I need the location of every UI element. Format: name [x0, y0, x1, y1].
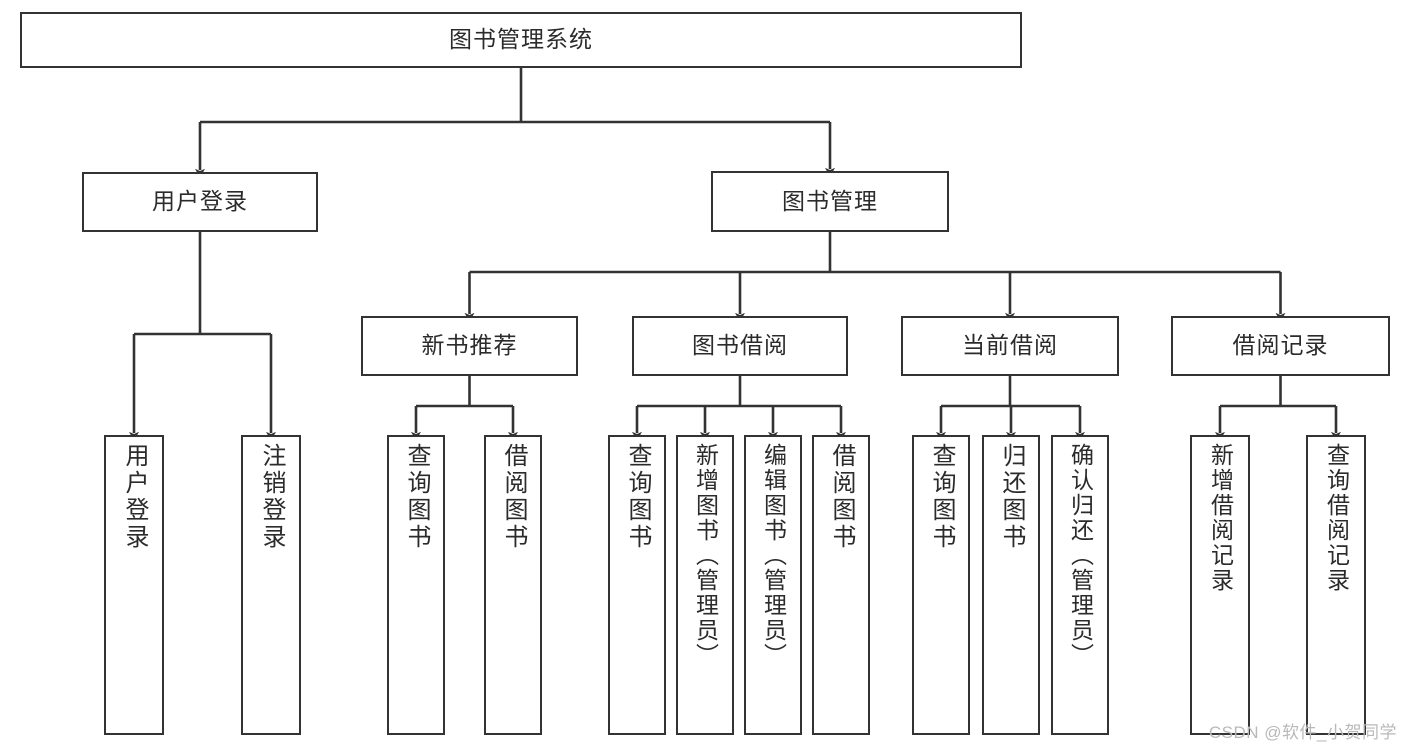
node-leaf-cur-query[interactable]: 查询图书 — [912, 435, 970, 735]
node-label: 用户登录 — [152, 188, 248, 215]
node-leaf-user-logout[interactable]: 注销登录 — [241, 435, 301, 735]
node-login[interactable]: 用户登录 — [82, 172, 318, 232]
csdn-watermark: CSDN @软件_小贺同学 — [1208, 723, 1397, 742]
node-leaf-user-login[interactable]: 用户登录 — [104, 435, 164, 735]
node-leaf-rec-query[interactable]: 查询借阅记录 — [1306, 435, 1366, 735]
node-label: 查询图书 — [403, 443, 430, 551]
node-leaf-cur-confirm[interactable]: 确认归还（管理员） — [1051, 435, 1109, 735]
node-leaf-new-borrow[interactable]: 借阅图书 — [484, 435, 542, 735]
node-newbook[interactable]: 新书推荐 — [361, 316, 578, 376]
node-label: 归还图书 — [998, 443, 1025, 551]
node-label: 编辑图书（管理员） — [760, 443, 787, 668]
node-leaf-cur-return[interactable]: 归还图书 — [982, 435, 1040, 735]
node-leaf-bor-edit[interactable]: 编辑图书（管理员） — [744, 435, 802, 735]
node-records[interactable]: 借阅记录 — [1171, 316, 1390, 376]
node-label: 借阅图书 — [828, 443, 855, 551]
node-label: 图书管理系统 — [449, 26, 593, 53]
node-label: 新书推荐 — [421, 332, 518, 359]
node-label: 新增借阅记录 — [1207, 443, 1234, 593]
node-label: 图书管理 — [782, 187, 878, 214]
node-bookmgmt[interactable]: 图书管理 — [711, 171, 949, 232]
node-leaf-rec-add[interactable]: 新增借阅记录 — [1190, 435, 1250, 735]
node-leaf-bor-add[interactable]: 新增图书（管理员） — [676, 435, 734, 735]
node-label: 查询借阅记录 — [1323, 443, 1350, 593]
node-leaf-bor-lend[interactable]: 借阅图书 — [812, 435, 870, 735]
node-label: 注销登录 — [258, 443, 285, 551]
node-label: 新增图书（管理员） — [692, 443, 719, 668]
node-root[interactable]: 图书管理系统 — [20, 12, 1022, 68]
node-label: 借阅图书 — [500, 443, 527, 551]
node-label: 当前借阅 — [962, 332, 1058, 359]
node-label: 查询图书 — [624, 443, 651, 551]
node-borrow[interactable]: 图书借阅 — [632, 316, 848, 376]
node-leaf-new-query[interactable]: 查询图书 — [387, 435, 445, 735]
node-label: 查询图书 — [928, 443, 955, 551]
node-label: 用户登录 — [121, 443, 148, 551]
node-leaf-bor-query[interactable]: 查询图书 — [608, 435, 666, 735]
node-label: 借阅记录 — [1232, 332, 1329, 359]
node-label: 确认归还（管理员） — [1067, 443, 1094, 668]
node-label: 图书借阅 — [692, 332, 788, 359]
node-current[interactable]: 当前借阅 — [901, 316, 1119, 376]
